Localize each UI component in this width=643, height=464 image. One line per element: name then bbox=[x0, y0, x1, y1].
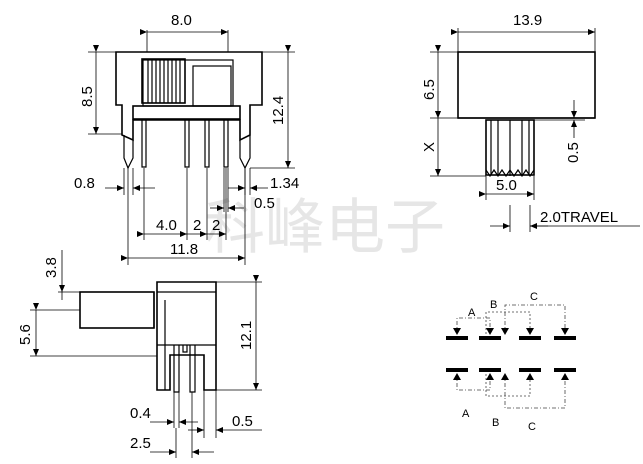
front-view bbox=[115, 51, 263, 170]
dim-6-5: 6.5 bbox=[421, 79, 438, 100]
schematic-top-b: B bbox=[490, 299, 497, 311]
dim-2-b: 2 bbox=[212, 217, 220, 234]
schematic bbox=[446, 304, 576, 409]
top-view bbox=[457, 51, 596, 178]
dim-8-5: 8.5 bbox=[79, 86, 96, 107]
travel-label: 2.0TRAVEL bbox=[540, 209, 618, 226]
dim-8-0: 8.0 bbox=[171, 12, 192, 29]
side-view-dimensions bbox=[30, 250, 262, 458]
dim-0-4: 0.4 bbox=[130, 405, 151, 422]
schematic-bottom-c: C bbox=[528, 421, 536, 433]
dim-0-5-top: 0.5 bbox=[565, 142, 582, 163]
side-view bbox=[79, 281, 217, 393]
schematic-bottom-a: A bbox=[462, 408, 470, 420]
dim-5-6: 5.6 bbox=[17, 324, 34, 345]
dim-5-0: 5.0 bbox=[496, 177, 517, 194]
top-view-dimensions bbox=[430, 28, 640, 232]
schematic-top-c: C bbox=[530, 291, 538, 303]
schematic-top-a: A bbox=[468, 307, 476, 319]
dim-4-0: 4.0 bbox=[156, 217, 177, 234]
dimension-labels: 8.0 8.5 12.4 0.8 1.34 0.5 4.0 2 2 11.8 1… bbox=[17, 12, 618, 452]
dim-2-5: 2.5 bbox=[130, 435, 151, 452]
front-view-dimensions bbox=[88, 29, 295, 265]
watermark: 科峰电子 bbox=[205, 193, 445, 263]
dim-0-5-side: 0.5 bbox=[232, 413, 253, 430]
dim-1-34: 1.34 bbox=[270, 175, 299, 192]
dim-12-1: 12.1 bbox=[238, 321, 255, 350]
dim-13-9: 13.9 bbox=[513, 12, 542, 29]
dim-12-4: 12.4 bbox=[270, 96, 287, 125]
dim-11-8: 11.8 bbox=[170, 241, 198, 258]
dim-2-a: 2 bbox=[193, 217, 201, 234]
dim-0-8: 0.8 bbox=[74, 175, 95, 192]
schematic-bottom-b: B bbox=[492, 417, 499, 429]
dim-x: X bbox=[421, 142, 438, 152]
dim-0-5-front: 0.5 bbox=[254, 195, 275, 212]
dim-3-8: 3.8 bbox=[43, 257, 60, 278]
